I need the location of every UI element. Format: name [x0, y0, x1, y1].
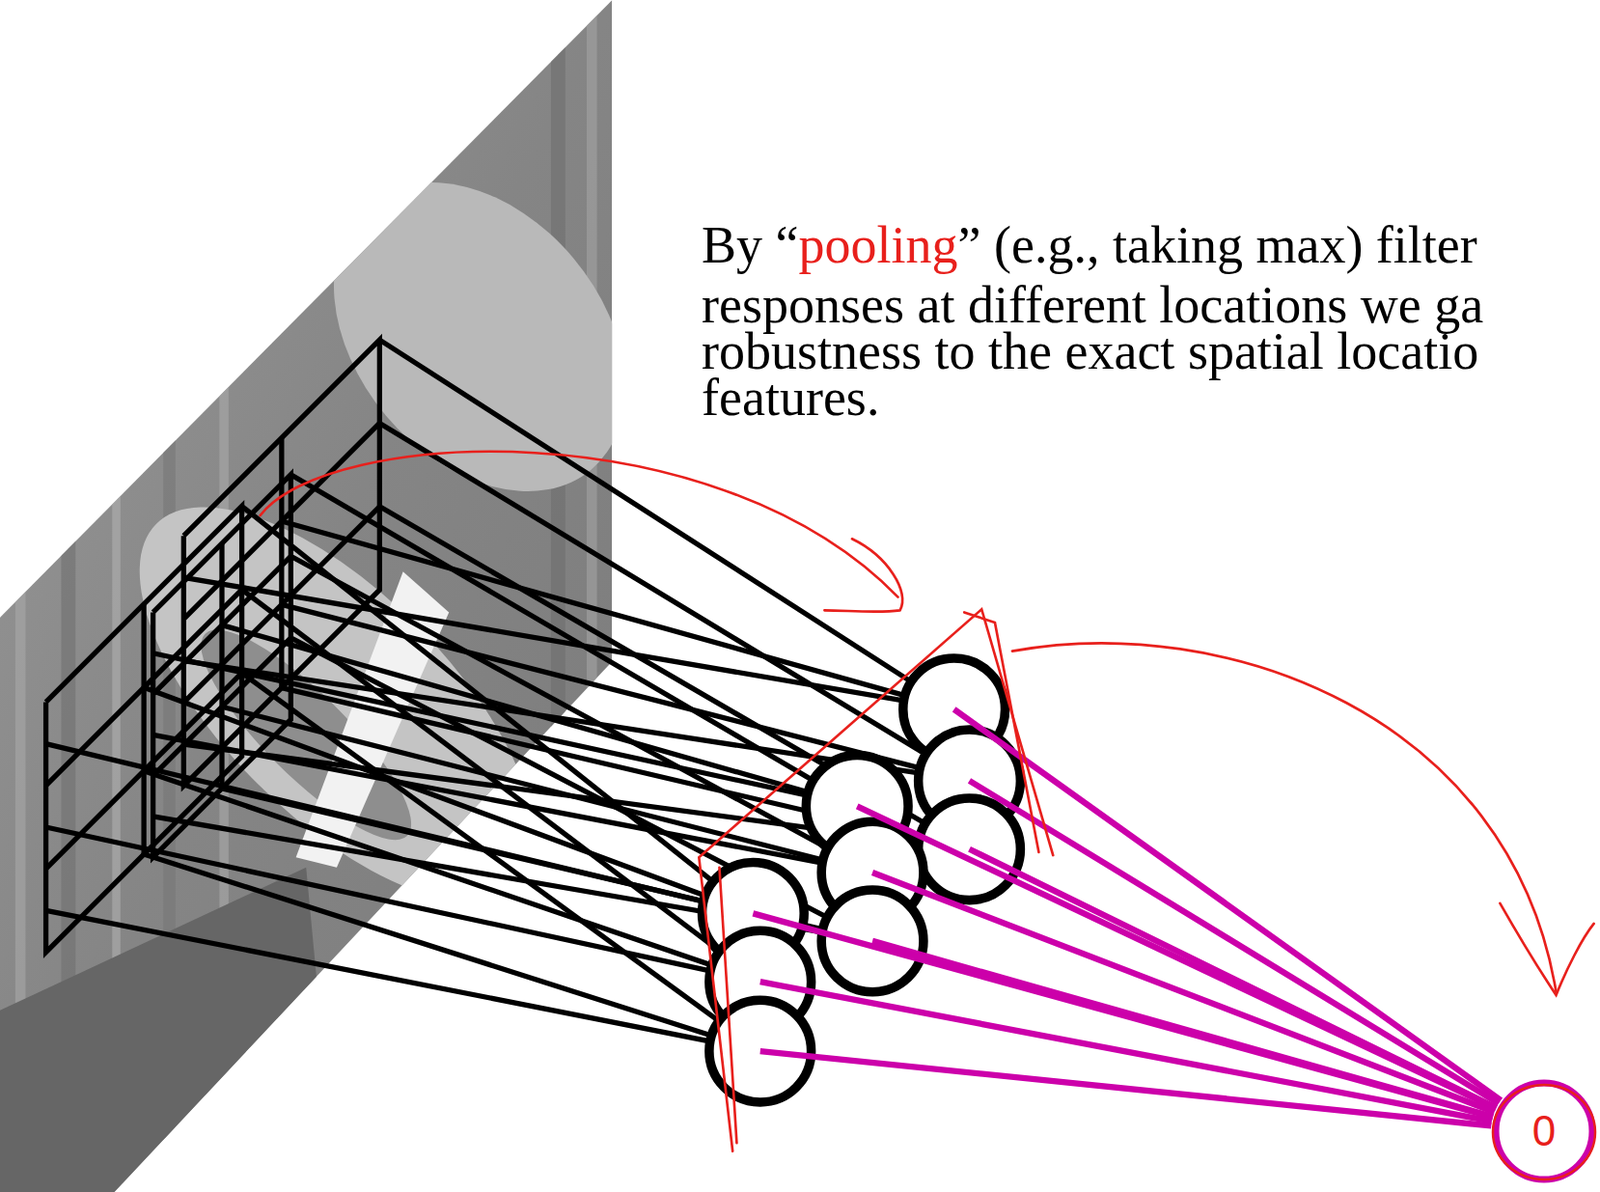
filter-wire: [281, 521, 955, 710]
slide-text: pooling: [799, 216, 959, 275]
slide-text: By “: [701, 216, 800, 275]
pooling-bracket: [698, 608, 1053, 1151]
text-line: features.: [701, 370, 880, 425]
slide-text: features.: [701, 368, 880, 427]
pooling-line: [760, 1050, 1492, 1126]
output-value: 0: [1532, 1109, 1556, 1153]
filter-wire: [379, 422, 969, 780]
field-grid-line: [278, 438, 284, 689]
receptive-field: [46, 505, 243, 952]
input-image: [0, 0, 686, 1192]
field-grid-line: [140, 604, 146, 855]
pooling-line: [954, 709, 1502, 1101]
receptive-field: [183, 339, 380, 786]
unit-annotation: [1492, 1084, 1596, 1180]
jacket: [0, 867, 337, 1192]
face: [77, 443, 597, 964]
annotation-arrow: [260, 451, 899, 598]
filter-wire: [143, 854, 761, 1051]
receptive-fields: [46, 339, 381, 952]
arrow-hook: [1499, 903, 1594, 995]
pooling-lines: [752, 709, 1501, 1127]
pooling-line: [969, 780, 1500, 1104]
pooling-bracket: [718, 611, 1039, 1143]
filter-wire: [46, 910, 761, 1051]
annotation-arrow: [1012, 642, 1557, 992]
image-streak: [586, 0, 598, 1192]
arrow-hook: [824, 538, 903, 611]
annotations: [260, 451, 1595, 1152]
filter-wires: [46, 339, 970, 1051]
text-line: By “pooling” (e.g., taking max) filter: [701, 218, 1478, 273]
pooling-line: [969, 849, 1497, 1108]
pooling-line: [856, 805, 1496, 1108]
slide-text: ” (e.g., taking max) filter: [958, 216, 1478, 275]
output-unit: 0: [1490, 1077, 1598, 1185]
